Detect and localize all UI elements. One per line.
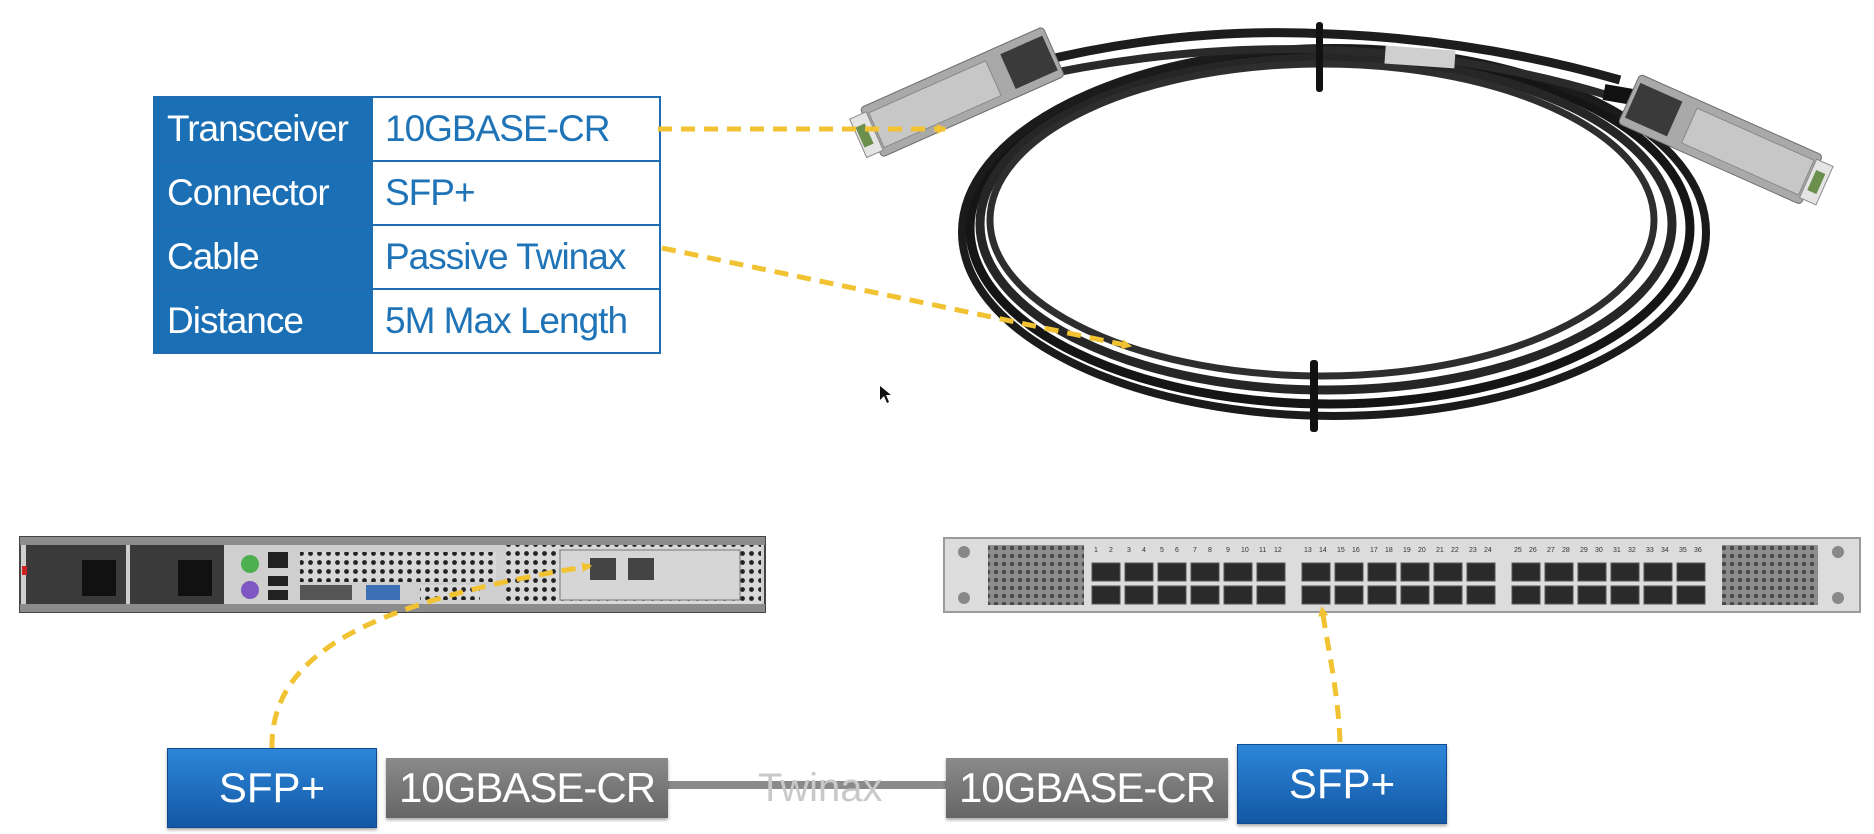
- switch-port-label: 8: [1208, 547, 1212, 554]
- switch-port-label: 36: [1694, 547, 1702, 554]
- spec-value: Passive Twinax: [371, 224, 661, 290]
- switch-port: [1577, 585, 1607, 605]
- spec-value: 10GBASE-CR: [371, 96, 661, 162]
- switch-port-label: 9: [1226, 547, 1230, 554]
- switch-port-label: 1: [1094, 547, 1098, 554]
- switch-port-label: 4: [1142, 547, 1146, 554]
- switch-port-label: 15: [1337, 547, 1345, 554]
- switch-port: [1466, 585, 1496, 605]
- spec-key: Cable: [153, 224, 373, 290]
- spec-row: Transceiver 10GBASE-CR: [153, 96, 661, 162]
- switch-port-label: 22: [1451, 547, 1459, 554]
- twinax-label: Twinax: [758, 766, 883, 810]
- switch-port-label: 25: [1514, 547, 1522, 554]
- switch-port: [1466, 562, 1496, 582]
- switch-port-label: 35: [1679, 547, 1687, 554]
- callout-arrows: [269, 124, 1343, 749]
- switch-port: [1676, 562, 1706, 582]
- left-10gbase-cr-box: 10GBASE-CR: [386, 758, 668, 818]
- server-port-arrow: [269, 562, 592, 749]
- switch-port: [1676, 585, 1706, 605]
- switch-port: [1577, 562, 1607, 582]
- right-sfp-box: SFP+: [1237, 744, 1447, 824]
- switch-port: [1223, 585, 1253, 605]
- switch-port: [1301, 585, 1331, 605]
- switch-port-label: 13: [1304, 547, 1312, 554]
- switch-port-label: 27: [1547, 547, 1555, 554]
- switch-port-label: 34: [1661, 547, 1669, 554]
- switch-port: [1400, 585, 1430, 605]
- spec-row: Distance 5M Max Length: [153, 288, 661, 354]
- switch-port: [1334, 585, 1364, 605]
- switch-port-label: 30: [1595, 547, 1603, 554]
- switch-port: [1334, 562, 1364, 582]
- spec-key: Distance: [153, 288, 373, 354]
- spec-value: SFP+: [371, 160, 661, 226]
- right-10gbase-cr-box: 10GBASE-CR: [946, 758, 1228, 818]
- switch-port: [1091, 562, 1121, 582]
- switch-port-label: 32: [1628, 547, 1636, 554]
- switch-port-label: 23: [1469, 547, 1477, 554]
- switch-port: [1643, 585, 1673, 605]
- spec-table: Transceiver 10GBASE-CR Connector SFP+ Ca…: [153, 96, 661, 354]
- switch-port: [1301, 562, 1331, 582]
- switch-port: [1544, 585, 1574, 605]
- switch-port-label: 10: [1241, 547, 1249, 554]
- switch-port: [1610, 585, 1640, 605]
- switch-port: [1511, 562, 1541, 582]
- switch-port-label: 26: [1529, 547, 1537, 554]
- spec-key: Connector: [153, 160, 373, 226]
- switch-port-label: 21: [1436, 547, 1444, 554]
- switch-port-arrow: [1318, 606, 1343, 743]
- spec-row: Connector SFP+: [153, 160, 661, 226]
- switch-port: [1643, 562, 1673, 582]
- spec-row: Cable Passive Twinax: [153, 224, 661, 290]
- switch-port: [1433, 585, 1463, 605]
- switch-port-label: 11: [1259, 547, 1266, 554]
- switch-port-label: 29: [1580, 547, 1588, 554]
- cable-arrow: [661, 245, 1132, 350]
- switch-port: [1190, 562, 1220, 582]
- switch-port-label: 14: [1319, 547, 1327, 554]
- switch-port: [1544, 562, 1574, 582]
- switch-port: [1433, 562, 1463, 582]
- switch-port: [1157, 585, 1187, 605]
- switch-port-label: 5: [1160, 547, 1164, 554]
- switch-port-label: 6: [1175, 547, 1179, 554]
- mouse-cursor-icon: [880, 386, 891, 403]
- spec-value: 5M Max Length: [371, 288, 661, 354]
- switch-port-label: 28: [1562, 547, 1570, 554]
- switch-port: [1190, 585, 1220, 605]
- switch-port-label: 3: [1127, 547, 1131, 554]
- switch-port-label: 19: [1403, 547, 1411, 554]
- switch-port-label: 20: [1418, 547, 1426, 554]
- dac-cable-image: [848, 22, 1834, 432]
- switch-port-label: 17: [1370, 547, 1378, 554]
- switch-port-label: 33: [1646, 547, 1654, 554]
- switch-port: [1124, 562, 1154, 582]
- switch-port: [1610, 562, 1640, 582]
- switch-port: [1511, 585, 1541, 605]
- twinax-link-line: [668, 781, 946, 789]
- switch-port: [1256, 562, 1286, 582]
- switch-port-label: 16: [1352, 547, 1360, 554]
- switch-port-label: 7: [1193, 547, 1197, 554]
- server-rear-panel-image: [19, 536, 766, 613]
- switch-port: [1367, 562, 1397, 582]
- switch-port-label: 31: [1613, 547, 1621, 554]
- switch-port-label: 24: [1484, 547, 1492, 554]
- switch-port-label: 2: [1109, 547, 1113, 554]
- left-sfp-box: SFP+: [167, 748, 377, 828]
- switch-port-label: 18: [1385, 547, 1393, 554]
- switch-port: [1091, 585, 1121, 605]
- switch-port: [1400, 562, 1430, 582]
- switch-port-label: 12: [1274, 547, 1282, 554]
- switch-port: [1157, 562, 1187, 582]
- switch-port: [1256, 585, 1286, 605]
- switch-port: [1223, 562, 1253, 582]
- switch-port: [1124, 585, 1154, 605]
- spec-key: Transceiver: [153, 96, 373, 162]
- switch-port: [1367, 585, 1397, 605]
